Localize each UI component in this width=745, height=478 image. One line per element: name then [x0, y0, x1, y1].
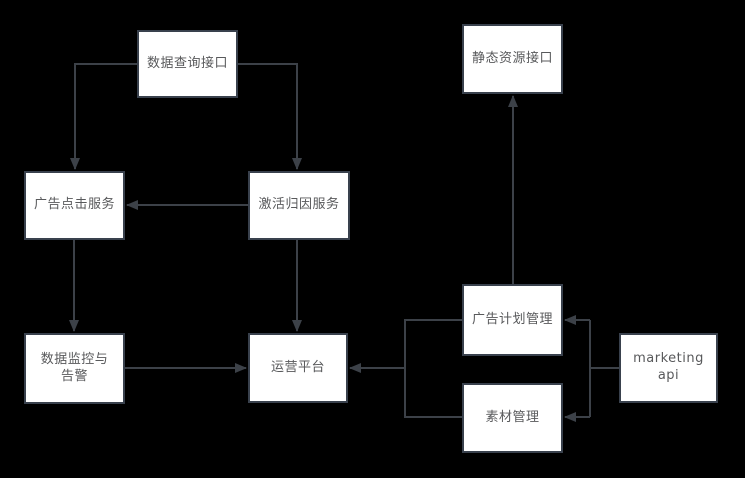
edge-adplan-material-bus	[404, 319, 462, 418]
node-label: 素材管理	[485, 409, 540, 425]
node-label: 数据监控与告警	[40, 351, 109, 384]
node-ad-plan-management[interactable]: 广告计划管理	[462, 284, 563, 356]
edge-data-query-to-activation	[238, 63, 302, 170]
node-operation-platform[interactable]: 运营平台	[248, 333, 348, 403]
edge-data-query-to-ad-click	[70, 63, 137, 170]
node-label: 静态资源接口	[471, 50, 553, 66]
node-label: 广告计划管理	[471, 311, 553, 327]
node-static-resource-interface[interactable]: 静态资源接口	[462, 24, 563, 94]
node-material-management[interactable]: 素材管理	[462, 383, 563, 453]
node-activation-attribution-service[interactable]: 激活归因服务	[248, 171, 350, 240]
node-label: 激活归因服务	[258, 197, 340, 213]
node-label: 运营平台	[270, 359, 325, 375]
node-marketing-api[interactable]: marketing api	[619, 333, 718, 403]
node-data-monitor-alert[interactable]: 数据监控与告警	[24, 333, 125, 404]
node-data-query-interface[interactable]: 数据查询接口	[137, 30, 238, 98]
node-ad-click-service[interactable]: 广告点击服务	[24, 171, 125, 240]
node-label: marketing api	[633, 351, 704, 383]
node-label: 数据查询接口	[146, 55, 228, 71]
node-label: 广告点击服务	[33, 197, 115, 213]
